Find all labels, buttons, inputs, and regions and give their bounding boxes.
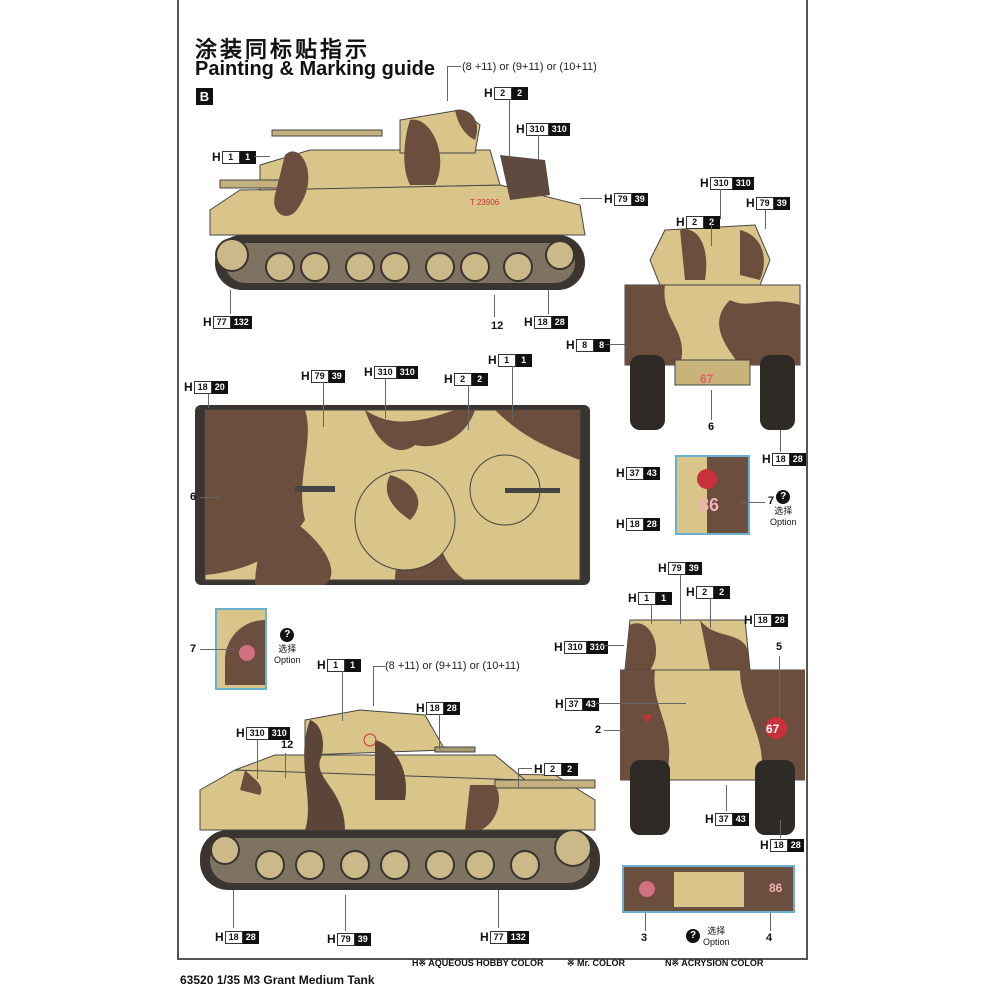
scheme-badge: B xyxy=(196,88,213,105)
decal-number: 12 xyxy=(281,739,294,751)
option-indicator: ? 选择 Option xyxy=(686,924,730,947)
product-title: 63520 1/35 M3 Grant Medium Tank xyxy=(180,973,375,987)
decal-number: 5 xyxy=(776,641,783,653)
color-ref: H22 xyxy=(676,215,720,229)
decal-number: 4 xyxy=(766,932,773,944)
tank-side-view-right xyxy=(199,709,600,890)
decal-number: 3 xyxy=(641,932,648,944)
decal-inset-bottom: 86 xyxy=(622,865,795,913)
marking-86: 86 xyxy=(699,495,720,515)
legend-aqueous: H※ AQUEOUS HOBBY COLOR xyxy=(412,958,544,968)
decal-number: 7 xyxy=(768,495,775,507)
tank-side-view-left: T 23906 xyxy=(209,109,586,290)
legend-mr-color: ※ Mr. COLOR xyxy=(567,958,626,968)
hull-serial-text: T 23906 xyxy=(470,198,500,207)
tank-front-view: 67 xyxy=(624,224,801,430)
tank-rear-view: 67 xyxy=(620,619,805,835)
marking-86: 86 xyxy=(769,881,783,895)
question-icon: ? xyxy=(686,928,700,943)
decal-number: 12 xyxy=(491,320,504,332)
decal-number: 6 xyxy=(708,421,715,433)
decal-number: 6 xyxy=(190,491,197,503)
option-indicator: ? 选择 Option xyxy=(274,628,301,665)
decal-inset-left xyxy=(215,608,267,690)
gun-combo-note-bottom: (8 +11) or (9+11) or (10+11) xyxy=(385,660,520,672)
svg-text:67: 67 xyxy=(700,372,714,386)
decal-number: 2 xyxy=(595,724,602,736)
decal-number: 7 xyxy=(190,643,197,655)
page-frame xyxy=(177,0,808,960)
svg-text:67: 67 xyxy=(766,722,780,736)
decal-inset-right: 86 xyxy=(675,455,750,535)
option-indicator: ? 选择 Option xyxy=(770,490,797,527)
question-icon: ? xyxy=(280,628,295,642)
gun-combo-note-top: (8 +11) or (9+11) or (10+11) xyxy=(462,61,597,73)
title-english: Painting & Marking guide xyxy=(195,58,436,80)
tank-top-view xyxy=(195,405,590,585)
legend-acrysion: N※ ACRYSION COLOR xyxy=(665,958,764,968)
question-icon: ? xyxy=(776,490,791,504)
title-chinese: 涂装同标贴指示 xyxy=(195,38,371,63)
